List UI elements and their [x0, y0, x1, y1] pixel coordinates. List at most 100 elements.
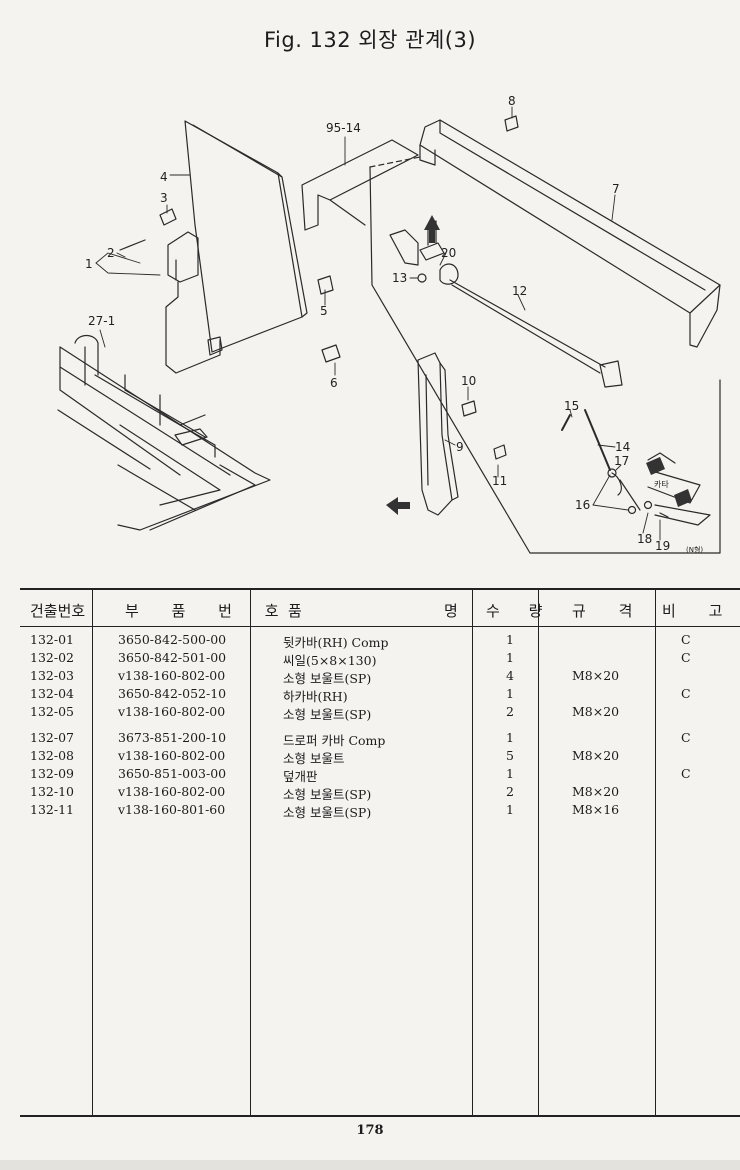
cell-name: 소형 보울트(SP) — [283, 787, 372, 802]
cell-note: C — [681, 686, 691, 701]
cell-note: C — [681, 632, 691, 647]
callout: 2 — [107, 246, 115, 260]
cell-part-number: v138-160-802-00 — [118, 668, 226, 683]
cell-qty: 4 — [506, 668, 514, 683]
frame-part — [57, 334, 271, 531]
cell-name: 씨일(5×8×130) — [283, 653, 377, 668]
header-spec: 규 격 — [572, 602, 647, 620]
cell-qty: 1 — [506, 686, 514, 701]
bracket-part — [165, 231, 223, 374]
callout: 13 — [392, 271, 407, 285]
table-row: 132-09 3650-851-003-00 덮개판 1 C — [20, 766, 740, 784]
figure-title: Fig. 132 외장 관계(3) — [263, 28, 477, 52]
column-divider — [538, 588, 539, 1116]
cell-part-number: 3650-842-052-10 — [118, 686, 227, 701]
cell-qty: 2 — [506, 704, 514, 719]
cell-qty: 1 — [506, 650, 514, 665]
scan-edge — [0, 1160, 740, 1170]
cell-no: 132-11 — [30, 802, 74, 817]
cell-no: 132-04 — [30, 686, 74, 701]
cell-spec: M8×20 — [572, 704, 620, 719]
cell-name: 뒷카바(RH) Comp — [283, 635, 389, 650]
cell-spec: M8×16 — [572, 802, 620, 817]
column-divider — [250, 588, 251, 1116]
cell-part-number: 3673-851-200-10 — [118, 730, 227, 745]
lower-cover-part — [184, 120, 308, 353]
callout: 19 — [655, 539, 670, 553]
callout: 16 — [575, 498, 590, 512]
cell-no: 132-08 — [30, 748, 74, 763]
cell-no: 132-07 — [30, 730, 74, 745]
linkage-assembly — [561, 409, 711, 526]
callout: 11 — [492, 474, 507, 488]
header-name-right: 명 — [444, 602, 458, 620]
callout: 3 — [160, 191, 168, 205]
header-rule — [20, 626, 740, 627]
header-qty: 수 량 — [486, 602, 555, 620]
cell-name: 소형 보울트(SP) — [283, 671, 372, 686]
header-name-left: 품 — [288, 602, 302, 620]
rod-assembly — [389, 220, 623, 388]
callout: 27-1 — [88, 314, 115, 328]
arrow-icons — [386, 215, 692, 515]
dropper-cover-part — [417, 352, 459, 516]
cell-no: 132-10 — [30, 784, 74, 799]
cell-name: 드로퍼 카바 Comp — [283, 733, 386, 748]
table-row: 132-08 v138-160-802-00 소형 보울트 5 M8×20 — [20, 748, 740, 766]
detail-frame — [369, 156, 721, 554]
callout: 7 — [612, 182, 620, 196]
cell-note: C — [681, 766, 691, 781]
page-number: 178 — [356, 1123, 384, 1138]
column-divider — [655, 588, 656, 1116]
cell-name: 소형 보울트(SP) — [283, 805, 372, 820]
cell-note: C — [681, 650, 691, 665]
header-note: 비 고 — [662, 602, 737, 620]
callout: 10 — [461, 374, 476, 388]
cell-qty: 1 — [506, 802, 514, 817]
cell-note: C — [681, 730, 691, 745]
cell-qty: 1 — [506, 730, 514, 745]
callout: 5 — [320, 304, 328, 318]
column-divider — [472, 588, 473, 1116]
callout: 6 — [330, 376, 338, 390]
cell-no: 132-09 — [30, 766, 74, 781]
cell-no: 132-03 — [30, 668, 74, 683]
cell-name: 소형 보울트(SP) — [283, 707, 372, 722]
table-bottom-rule — [20, 1115, 740, 1117]
cell-name: 덮개판 — [283, 769, 318, 784]
table-row: 132-01 3650-842-500-00 뒷카바(RH) Comp 1 C — [20, 632, 740, 650]
callout: 4 — [160, 170, 168, 184]
rear-cover-part — [419, 119, 721, 348]
table-row: 132-04 3650-842-052-10 하카바(RH) 1 C — [20, 686, 740, 704]
cell-qty: 1 — [506, 632, 514, 647]
cell-no: 132-01 — [30, 632, 74, 647]
bolt-icons — [119, 115, 519, 460]
table-row: 132-02 3650-842-501-00 씨일(5×8×130) 1 C — [20, 650, 740, 668]
cell-part-number: v138-160-801-60 — [118, 802, 226, 817]
table-row: 132-05 v138-160-802-00 소형 보울트(SP) 2 M8×2… — [20, 704, 740, 722]
callout: 15 — [564, 399, 579, 413]
label-kataa: 카타 — [654, 480, 669, 489]
callout: 17 — [614, 454, 629, 468]
header-part-no: 부 품 번 호 — [125, 602, 293, 620]
cell-name: 소형 보울트 — [283, 751, 345, 766]
cell-part-number: 3650-842-501-00 — [118, 650, 227, 665]
callout: 9 — [456, 440, 464, 454]
label-n-type: (N형) — [686, 546, 703, 554]
cell-qty: 2 — [506, 784, 514, 799]
column-divider — [92, 588, 93, 1116]
callout: 8 — [508, 94, 516, 108]
table-row: 132-03 v138-160-802-00 소형 보울트(SP) 4 M8×2… — [20, 668, 740, 686]
seal-part — [301, 139, 419, 231]
leader-lines — [95, 106, 661, 541]
callout: 95-14 — [326, 121, 361, 135]
callout: 14 — [615, 440, 630, 454]
cell-part-number: v138-160-802-00 — [118, 784, 226, 799]
parts-table: 건출번호 부 품 번 호 품 명 수 량 규 격 비 고 132-01 3650… — [20, 588, 740, 1117]
table-row: 132-11 v138-160-801-60 소형 보울트(SP) 1 M8×1… — [20, 802, 740, 820]
cell-part-number: 3650-842-500-00 — [118, 632, 227, 647]
table-top-rule — [20, 588, 740, 590]
cell-no: 132-05 — [30, 704, 74, 719]
cell-name: 하카바(RH) — [283, 689, 348, 704]
